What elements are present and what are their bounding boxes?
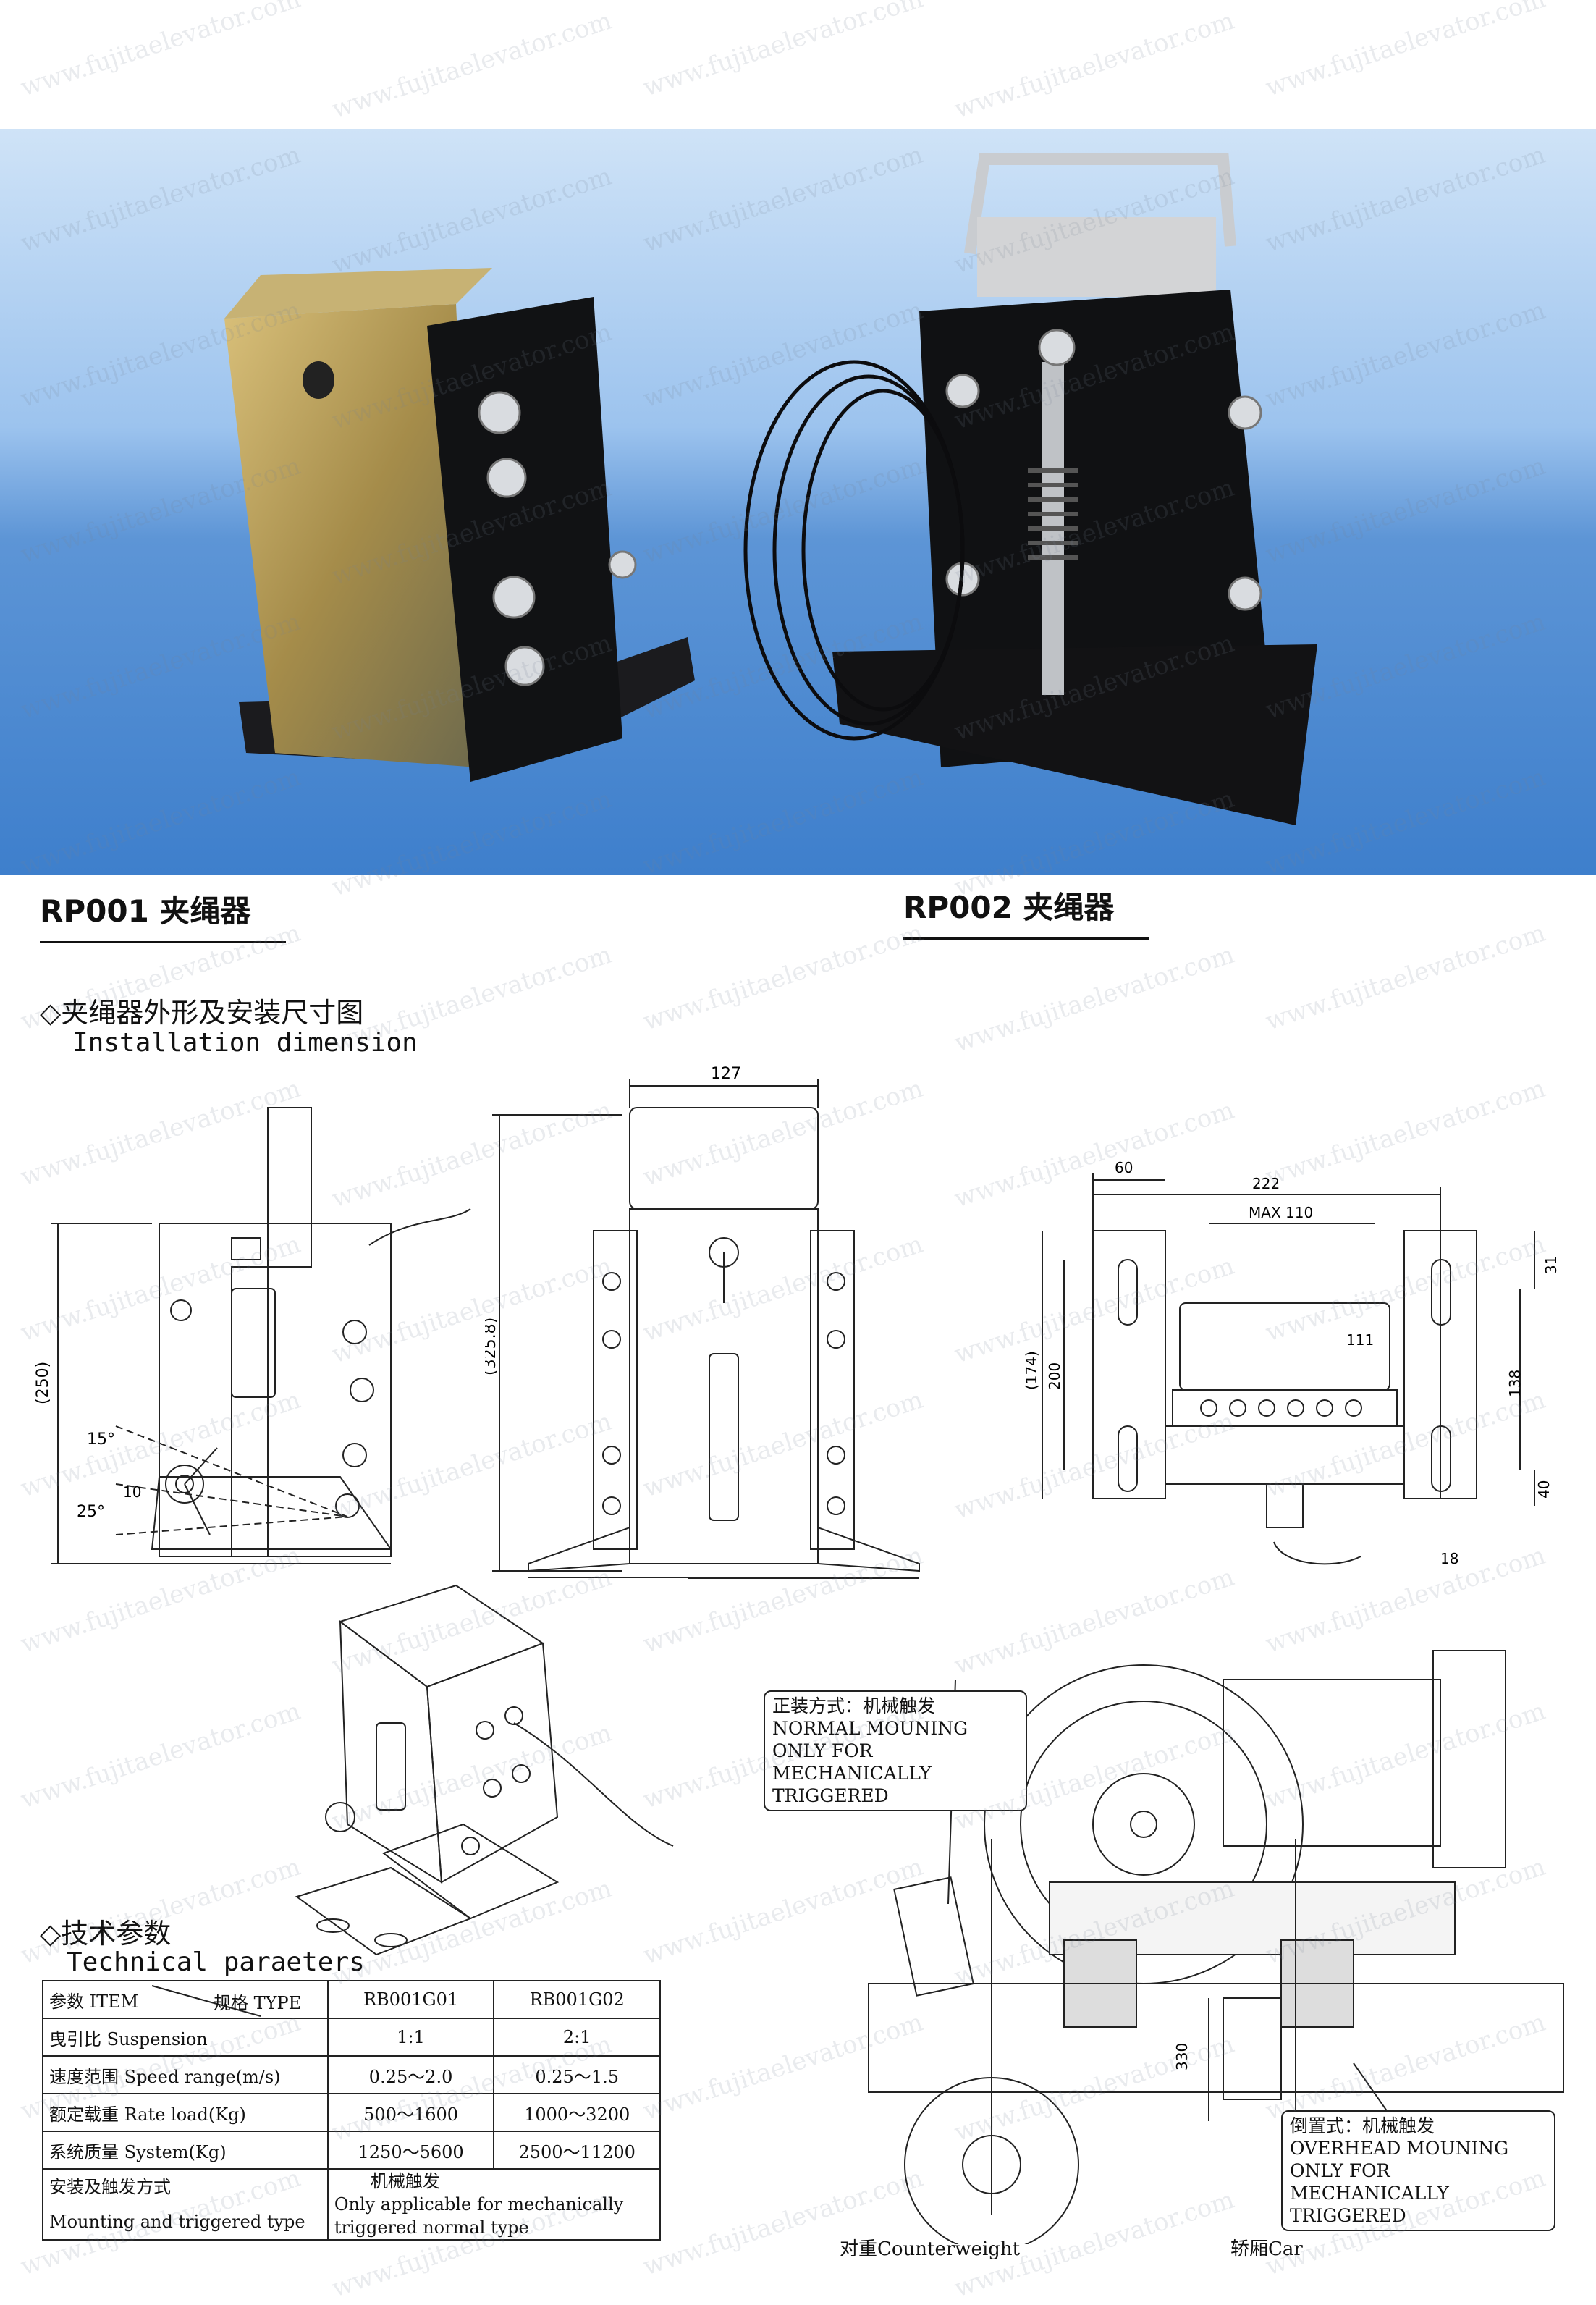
car-label: 轿厢Car <box>1230 2238 1303 2260</box>
rp002-caption-underline <box>903 937 1149 940</box>
parameters-heading-zh: ◇技术参数 <box>40 1918 172 1950</box>
table-header-row: 参数 ITEM 规格 TYPE RB001G01 RB001G02 <box>42 1980 661 2019</box>
installation-heading-zh: ◇夹绳器外形及安装尺寸图 <box>40 997 364 1029</box>
normal-mounting-callout: 正装方式：机械触发 NORMAL MOUNING ONLY FOR MECHAN… <box>764 1690 1027 1811</box>
dim-top-18: 18 <box>1440 1550 1458 1567</box>
dim-top-111: 111 <box>1346 1331 1374 1349</box>
dim-install-330: 330 <box>1173 2043 1191 2070</box>
row-value: 2500～11200 <box>493 2131 661 2170</box>
overhead-mounting-en-2: MECHANICALLY TRIGGERED <box>1290 2183 1449 2226</box>
technical-parameters-table: 参数 ITEM 规格 TYPE RB001G01 RB001G02 曳引比 Su… <box>42 1980 662 2241</box>
watermark-text: www.fujitaelevator.com <box>950 940 1238 1058</box>
row-value: 1250～5600 <box>326 2131 495 2170</box>
mounting-value-zh: 机械触发 <box>370 2171 440 2191</box>
rp002-product-image <box>743 153 1317 825</box>
dim-top-200: 200 <box>1046 1362 1063 1390</box>
table-row: 曳引比 Suspension 1:1 2:1 <box>42 2018 661 2057</box>
watermark-text: www.fujitaelevator.com <box>17 1696 305 1815</box>
top-view-drawing: 60 222 MAX 110 111 (174) 200 31 138 40 1… <box>999 1151 1563 1600</box>
dim-top-max110: MAX 110 <box>1249 1204 1313 1221</box>
dim-top-174: (174) <box>1023 1351 1040 1390</box>
model-header: RB001G02 <box>493 1980 661 2019</box>
row-value: 0.25～2.0 <box>326 2055 495 2094</box>
mounting-label-cell: 安装及触发方式 Mounting and triggered type <box>42 2168 329 2241</box>
watermark-text: www.fujitaelevator.com <box>950 6 1238 125</box>
row-label: 速度范围 Speed range(m/s) <box>42 2055 329 2094</box>
rp001-product-image <box>224 268 695 782</box>
row-label: 系统质量 System(Kg) <box>42 2131 329 2170</box>
mounting-value-en-1: Only applicable for mechanically <box>334 2194 624 2215</box>
header-type-label: 规格 TYPE <box>214 1993 302 2013</box>
normal-mounting-en-1: NORMAL MOUNING ONLY FOR <box>772 1718 968 1761</box>
watermark-text: www.fujitaelevator.com <box>1262 0 1550 103</box>
dim-top-60: 60 <box>1115 1159 1133 1176</box>
watermark-text: www.fujitaelevator.com <box>17 0 305 103</box>
rp001-caption: RP001 夹绳器 <box>40 893 251 929</box>
header-item-label: 参数 ITEM <box>49 1991 139 2012</box>
row-value: 1000～3200 <box>493 2093 661 2132</box>
row-label: 额定载重 Rate load(Kg) <box>42 2093 329 2132</box>
front-view-drawing: 127 (325.8) <box>485 1064 934 1614</box>
installation-heading-en: Installation dimension <box>72 1028 418 1058</box>
model-header: RB001G01 <box>326 1980 495 2019</box>
overhead-mounting-zh: 倒置式：机械触发 <box>1290 2115 1435 2136</box>
dim-top-40: 40 <box>1535 1480 1553 1499</box>
mounting-value-cell: 机械触发 Only applicable for mechanically tr… <box>326 2168 662 2241</box>
dim-front-height: (325.8) <box>485 1318 499 1375</box>
isometric-view-drawing <box>282 1578 688 1955</box>
overhead-mounting-en-1: OVERHEAD MOUNING ONLY FOR <box>1290 2138 1509 2181</box>
watermark-text: www.fujitaelevator.com <box>1262 918 1550 1037</box>
table-row: 系统质量 System(Kg) 1250～5600 2500～11200 <box>42 2131 661 2170</box>
normal-mounting-zh: 正装方式：机械触发 <box>772 1695 936 1716</box>
row-value: 2:1 <box>493 2018 661 2057</box>
row-value: 0.25～1.5 <box>493 2055 661 2094</box>
dim-angle-25: 25° <box>77 1503 105 1521</box>
normal-mounting-en-2: MECHANICALLY TRIGGERED <box>772 1763 932 1806</box>
dim-side-height: (250) <box>34 1362 52 1404</box>
dim-top-222: 222 <box>1252 1175 1280 1192</box>
rp002-caption: RP002 夹绳器 <box>903 890 1115 925</box>
overhead-mounting-callout: 倒置式：机械触发 OVERHEAD MOUNING ONLY FOR MECHA… <box>1281 2110 1555 2231</box>
rp001-caption-underline <box>40 941 286 943</box>
table-header-item-type: 参数 ITEM 规格 TYPE <box>42 1980 329 2019</box>
watermark-text: www.fujitaelevator.com <box>328 6 616 125</box>
mounting-value-en-2: triggered normal type <box>334 2217 529 2238</box>
row-value: 500～1600 <box>326 2093 495 2132</box>
mounting-label-zh: 安装及触发方式 <box>49 2177 171 2197</box>
mounting-label-en: Mounting and triggered type <box>49 2212 305 2232</box>
dim-top-138: 138 <box>1506 1370 1524 1397</box>
dim-angle-15: 15° <box>87 1430 115 1449</box>
counterweight-label: 对重Counterweight <box>840 2238 1021 2260</box>
table-row: 速度范围 Speed range(m/s) 0.25～2.0 0.25～1.5 <box>42 2055 661 2094</box>
dim-offset-10: 10 <box>123 1483 141 1501</box>
table-row: 安装及触发方式 Mounting and triggered type 机械触发… <box>42 2168 662 2241</box>
watermark-text: www.fujitaelevator.com <box>639 0 927 103</box>
dim-front-width: 127 <box>711 1065 741 1083</box>
watermark-text: www.fujitaelevator.com <box>639 918 927 1037</box>
header-diagonal <box>151 1985 261 2017</box>
side-view-drawing: (250) 15° 25° 10 <box>29 1100 492 1607</box>
table-row: 额定载重 Rate load(Kg) 500～1600 1000～3200 <box>42 2093 661 2132</box>
row-value: 1:1 <box>326 2018 495 2057</box>
row-label: 曳引比 Suspension <box>42 2018 329 2057</box>
parameters-heading-en: Technical paraeters <box>67 1947 365 1977</box>
dim-top-31: 31 <box>1542 1256 1560 1274</box>
